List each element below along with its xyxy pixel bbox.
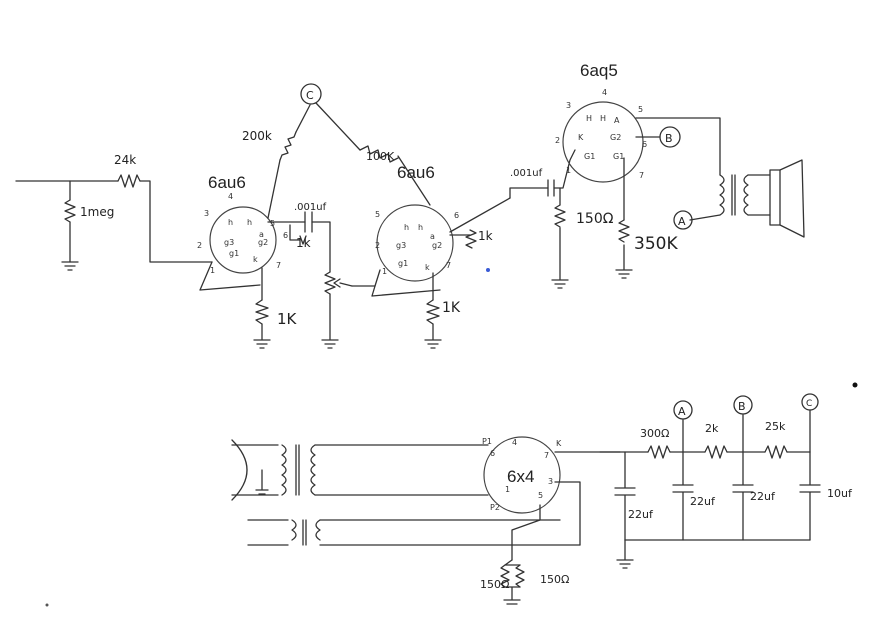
v1-pin-1: 1 — [210, 266, 215, 275]
tube-v3-label: 6aq5 — [580, 61, 618, 80]
v2-el-h2: h — [418, 223, 423, 232]
c-ps3-label: 22uf — [750, 490, 776, 503]
tube-rect-label: 6x4 — [507, 467, 534, 486]
r-plate2-side-label: 1k — [478, 229, 493, 243]
v2-el-h1: h — [404, 223, 409, 232]
heater-resistors — [500, 559, 525, 605]
v2-pin-2: 2 — [375, 241, 380, 250]
r-cath2-label: 1K — [442, 300, 461, 316]
speaker-icon — [769, 159, 805, 238]
rect-pin-4: 4 — [512, 438, 517, 447]
v1-el-g3: g3 — [224, 238, 234, 247]
v3-pin-5: 5 — [638, 105, 643, 114]
v3-el-g2: G2 — [610, 133, 621, 142]
rect-pin-5: 5 — [538, 491, 543, 500]
v2-el-g2: g2 — [432, 241, 442, 250]
r-in-series-label: 24k — [114, 153, 136, 167]
rect-pin-6: 6 — [490, 449, 495, 458]
v1-pin-6: 6 — [283, 231, 288, 240]
rect-el-k: K — [556, 439, 562, 448]
tube-v2-label: 6au6 — [397, 163, 435, 182]
v3-pin-4: 4 — [602, 88, 607, 97]
v3-pin-7: 7 — [639, 171, 644, 180]
r-grid-label: 1meg — [80, 205, 114, 219]
output-transformer — [673, 174, 771, 230]
r-heater1-label: 150Ω — [480, 578, 509, 591]
v3-el-a: A — [614, 116, 620, 125]
ink-dot — [486, 268, 490, 272]
rect-pin-3: 3 — [548, 477, 553, 486]
tube-v3 — [562, 101, 721, 279]
v3-pin-3: 3 — [566, 101, 571, 110]
v1-pin-4: 4 — [228, 192, 233, 201]
v1-el-g1: g1 — [229, 249, 239, 258]
node-a-ps-label: A — [678, 405, 686, 418]
r-plate1-side-label: 1k — [296, 236, 311, 250]
ink-dot — [45, 603, 49, 607]
v1-el-k: k — [253, 255, 258, 264]
v2-pin-5: 5 — [375, 210, 380, 219]
volume-pot — [321, 269, 381, 349]
r-ps1-label: 300Ω — [640, 427, 669, 440]
r-plate2-top-label: 100K — [366, 150, 395, 163]
tube-v1 — [199, 104, 331, 349]
c-ps4-label: 10uf — [827, 487, 853, 500]
v3-el-g1b: G1 — [613, 152, 624, 161]
tube-v2 — [359, 145, 511, 349]
tube-rect — [483, 436, 621, 561]
v1-el-h2: h — [247, 218, 252, 227]
input-stage — [15, 174, 213, 271]
v2-pin-6: 6 — [454, 211, 459, 220]
c-couple1-label: .001uf — [294, 202, 327, 213]
v1-pin-7: 7 — [276, 261, 281, 270]
rect-pin-7: 7 — [544, 451, 549, 460]
c-couple2-label: .001uf — [510, 168, 543, 179]
v1-el-g2: g2 — [258, 238, 268, 247]
tube-v1-label: 6au6 — [208, 173, 246, 192]
r-cath3-label: 350K — [634, 234, 678, 254]
r-grid3-label: 150Ω — [576, 211, 614, 227]
v1-el-a: a — [259, 230, 264, 239]
v3-el-h1: H — [586, 114, 592, 123]
c-ps2-label: 22uf — [690, 495, 716, 508]
v2-pin-7: 7 — [446, 261, 451, 270]
v3-pin-1: 1 — [566, 166, 571, 175]
v3-el-g1a: G1 — [584, 152, 595, 161]
coupling-v2-v3 — [509, 149, 576, 289]
node-c-top-label: C — [306, 89, 314, 102]
v3-pin-6: 6 — [642, 140, 647, 149]
v2-el-k: k — [425, 263, 430, 272]
r-cath1-label: 1K — [277, 310, 298, 328]
v3-el-h2: H — [600, 114, 606, 123]
v3-pin-2: 2 — [555, 136, 560, 145]
filter-network — [599, 393, 821, 569]
v1-pin-3: 3 — [204, 209, 209, 218]
power-transformer — [231, 439, 581, 546]
rect-pin-1: 1 — [505, 485, 510, 494]
v2-el-a: a — [430, 232, 435, 241]
node-b-ps-label: B — [738, 400, 746, 413]
v2-pin-1: 1 — [382, 267, 387, 276]
v2-el-g3: g3 — [396, 241, 406, 250]
r-heater2-label: 150Ω — [540, 573, 569, 586]
ink-dot — [852, 382, 858, 388]
node-a-top-label: A — [678, 215, 686, 228]
v3-el-k: K — [578, 133, 584, 142]
node-b-top-label: B — [665, 132, 673, 145]
v1-el-h1: h — [228, 218, 233, 227]
r-ps2-label: 2k — [705, 422, 719, 435]
r-ps3-label: 25k — [765, 420, 786, 433]
r-plate1-top-label: 200k — [242, 129, 272, 143]
c-ps1-label: 22uf — [628, 508, 654, 521]
v1-pin-5: 5 — [270, 219, 275, 228]
v2-el-g1: g1 — [398, 259, 408, 268]
rect-el-p1: P1 — [482, 437, 492, 446]
node-c-ps-label: C — [806, 399, 812, 409]
v1-pin-2: 2 — [197, 241, 202, 250]
rect-el-p2: P2 — [490, 503, 500, 512]
node-c-top — [300, 83, 361, 151]
